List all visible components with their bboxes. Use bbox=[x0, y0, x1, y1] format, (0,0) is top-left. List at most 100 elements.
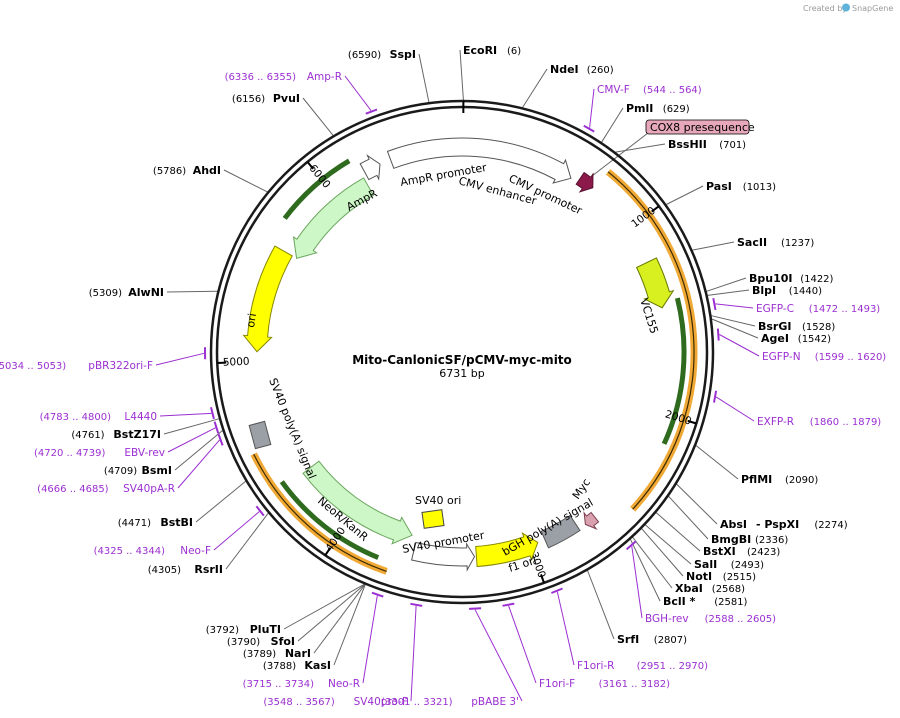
primer-position: (3548 .. 3567) bbox=[263, 697, 335, 708]
site-name: BlpI bbox=[752, 284, 776, 297]
site-name: BstBI bbox=[160, 516, 193, 529]
primer-name: CMV-F bbox=[597, 84, 630, 96]
site-name: PvuI bbox=[273, 92, 300, 105]
primer-name: Neo-F bbox=[180, 545, 211, 557]
neor-arrow[interactable] bbox=[302, 460, 413, 545]
primer-label[interactable]: F1ori-R(2951 .. 2970) bbox=[551, 587, 709, 673]
primer-label[interactable]: pBABE 3'(3301 .. 3321) bbox=[381, 607, 519, 708]
site-leader-line bbox=[676, 483, 718, 525]
site-label[interactable]: AgeI(1542) bbox=[761, 332, 831, 345]
site-name: AbsI bbox=[720, 518, 747, 531]
site-label[interactable]: EcoRI(6) bbox=[463, 44, 521, 57]
primer-label[interactable]: Neo-R(3715 .. 3734) bbox=[243, 591, 384, 690]
site-label[interactable]: BssHII(701) bbox=[668, 138, 746, 151]
primer-label[interactable]: SV40pro-F(3548 .. 3567) bbox=[263, 602, 423, 708]
primer-label[interactable]: F1ori-F(3161 .. 3182) bbox=[502, 602, 671, 690]
site-label[interactable]: AbsI bbox=[720, 518, 747, 531]
primer-label[interactable]: CMV-F(544 .. 564) bbox=[583, 84, 702, 133]
f1ori-arrow[interactable] bbox=[475, 532, 539, 568]
primer-label[interactable]: EBV-rev(4720 .. 4739) bbox=[34, 421, 220, 459]
site-name: SrfI bbox=[617, 633, 639, 646]
sv40-promoter-arrow[interactable] bbox=[410, 541, 476, 572]
site-name: NotI bbox=[686, 570, 712, 583]
primer-label[interactable]: BGH-rev(2588 .. 2605) bbox=[625, 540, 777, 626]
site-label[interactable]: BstBI(4471) bbox=[118, 516, 193, 529]
primer-leader-line bbox=[410, 605, 417, 702]
site-label[interactable]: PasI(1013) bbox=[706, 180, 776, 193]
site-label[interactable]: BlpI(1440) bbox=[752, 284, 822, 297]
ampr-arrow[interactable] bbox=[292, 177, 375, 260]
site-label[interactable]: SspI(6590) bbox=[348, 48, 416, 61]
primer-label[interactable]: SV40pA-R(4666 .. 4685) bbox=[37, 433, 224, 495]
primer-label[interactable]: EXFP-R(1860 .. 1879) bbox=[713, 390, 881, 428]
site-label[interactable]: AhdI(5786) bbox=[153, 164, 221, 177]
ori-arrow[interactable] bbox=[242, 245, 293, 353]
site-position: (2515) bbox=[723, 572, 756, 583]
primer-marker bbox=[583, 124, 595, 133]
bgh-polya-box[interactable] bbox=[540, 514, 581, 549]
ampr-promoter-arrow[interactable] bbox=[359, 154, 381, 181]
primer-marker bbox=[255, 505, 265, 517]
site-leader-line bbox=[333, 584, 366, 666]
primer-label[interactable]: L4440(4783 .. 4800) bbox=[40, 407, 215, 423]
site-name: EcoRI bbox=[463, 44, 497, 57]
primer-name: EBV-rev bbox=[124, 447, 165, 459]
site-label[interactable]: XbaI(2568) bbox=[675, 582, 745, 595]
site-label[interactable]: NarI(3789) bbox=[243, 647, 311, 660]
sv40-polya-box[interactable] bbox=[248, 420, 272, 450]
cox8-arrow[interactable] bbox=[575, 171, 594, 193]
site-leader-line bbox=[195, 480, 247, 523]
primer-label[interactable]: Neo-F (4325 .. 4344) bbox=[94, 505, 265, 557]
site-label[interactable]: BstXI(2423) bbox=[703, 545, 780, 558]
site-label[interactable]: - PspXI(2274) bbox=[756, 518, 848, 531]
vc155-arrow[interactable] bbox=[635, 257, 675, 309]
site-position: (1013) bbox=[743, 182, 776, 193]
primer-labels: Amp-R(6336 .. 6355) CMV-F(544 .. 564) EGFP… bbox=[0, 71, 886, 708]
primer-position: (4325 .. 4344) bbox=[94, 546, 166, 557]
site-label[interactable]: SacII(1237) bbox=[737, 236, 814, 249]
site-label[interactable]: KasI(3788) bbox=[263, 659, 331, 672]
site-label[interactable]: PmlI(629) bbox=[626, 102, 690, 115]
primer-position: (3715 .. 3734) bbox=[243, 679, 315, 690]
site-label[interactable]: BstZ17I(4761) bbox=[71, 428, 161, 441]
myc-arrow[interactable] bbox=[583, 511, 600, 530]
backbone-inner-strand bbox=[215, 105, 709, 599]
site-position: (2807) bbox=[654, 635, 687, 646]
site-label[interactable]: SalI(2493) bbox=[694, 558, 764, 571]
site-name: PmlI bbox=[626, 102, 653, 115]
primer-marker bbox=[469, 607, 482, 610]
site-label[interactable]: NotI (2515) bbox=[686, 570, 756, 583]
site-name: XbaI bbox=[675, 582, 703, 595]
site-label[interactable]: NdeI(260) bbox=[550, 63, 614, 76]
orf-orange-vc155-line bbox=[607, 171, 695, 510]
cmv-arrow[interactable] bbox=[386, 137, 572, 184]
site-label[interactable]: RsrII(4305) bbox=[148, 563, 223, 576]
site-label[interactable]: SrfI (2807) bbox=[617, 633, 687, 646]
site-label[interactable]: BclI *(2581) bbox=[663, 595, 748, 608]
primer-position: (5034 .. 5053) bbox=[0, 361, 66, 372]
primer-leader-line bbox=[719, 334, 760, 357]
primer-label[interactable]: EGFP-C(1472 .. 1493) bbox=[712, 298, 880, 315]
site-label[interactable]: BsmI(4709) bbox=[104, 464, 172, 477]
site-label[interactable]: BsrGI(1528) bbox=[758, 320, 835, 333]
site-position: (1237) bbox=[781, 238, 814, 249]
site-label[interactable]: BmgBI(2336) bbox=[711, 533, 788, 546]
primer-label[interactable]: Amp-R(6336 .. 6355) bbox=[225, 71, 378, 115]
site-position: (4305) bbox=[148, 565, 181, 576]
site-position: (1422) bbox=[800, 274, 833, 285]
sv40-ori-box[interactable] bbox=[421, 509, 445, 529]
site-label[interactable]: PflMI(2090) bbox=[741, 473, 818, 486]
primer-name: L4440 bbox=[124, 411, 157, 423]
site-label[interactable]: SfoI(3790) bbox=[227, 635, 295, 648]
site-label[interactable]: Bpu10I(1422) bbox=[749, 272, 834, 285]
tick-label: 5000 bbox=[223, 356, 250, 369]
primer-leader-line bbox=[167, 427, 216, 453]
site-label[interactable]: PluTI(3792) bbox=[206, 623, 281, 636]
primer-label[interactable]: EGFP-N(1599 .. 1620) bbox=[716, 328, 886, 363]
site-label[interactable]: AlwNI(5309) bbox=[89, 286, 164, 299]
primer-position: (2951 .. 2970) bbox=[637, 661, 709, 672]
primer-label[interactable]: pBR322ori-F(5034 .. 5053) bbox=[0, 347, 207, 372]
primer-leader-line bbox=[556, 591, 575, 666]
site-label[interactable]: PvuI(6156) bbox=[232, 92, 300, 105]
orf-orange-vc155 bbox=[605, 169, 698, 512]
